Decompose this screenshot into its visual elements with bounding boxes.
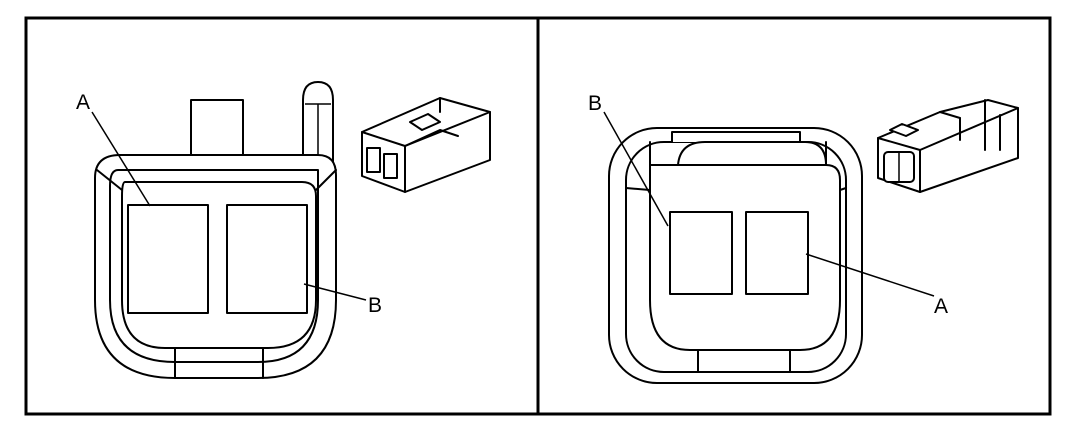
left-callout-a-leader	[91, 111, 151, 207]
left-callout-a: A	[76, 91, 90, 114]
left-terminal-a-cavity	[127, 204, 209, 314]
left-terminal-b-cavity	[226, 204, 308, 314]
left-callout-b: B	[368, 294, 382, 317]
right-connector-thumbnail	[877, 99, 1019, 193]
left-panel: A B	[76, 81, 491, 379]
left-callout-b-leader	[303, 283, 367, 301]
right-terminal-a-cavity	[745, 211, 809, 295]
left-connector-thumbnail	[361, 97, 491, 193]
right-callout-b: B	[588, 92, 602, 115]
right-panel: B A	[588, 92, 1019, 384]
left-connector-face	[94, 81, 337, 379]
right-terminal-b-cavity	[669, 211, 733, 295]
right-callout-a: A	[934, 295, 948, 318]
right-callout-a-leader	[805, 253, 935, 297]
right-callout-b-leader	[603, 111, 669, 227]
right-connector-face	[608, 127, 863, 384]
